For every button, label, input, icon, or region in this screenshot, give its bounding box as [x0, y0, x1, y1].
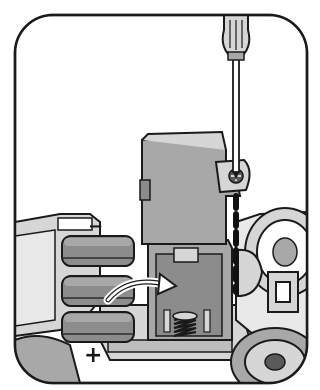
spring-icon [173, 312, 197, 336]
polarity-positive-label: + [84, 343, 102, 368]
battery-3 [62, 312, 134, 342]
polarity-negative-label: − [88, 216, 103, 237]
battery-1 [62, 236, 134, 266]
